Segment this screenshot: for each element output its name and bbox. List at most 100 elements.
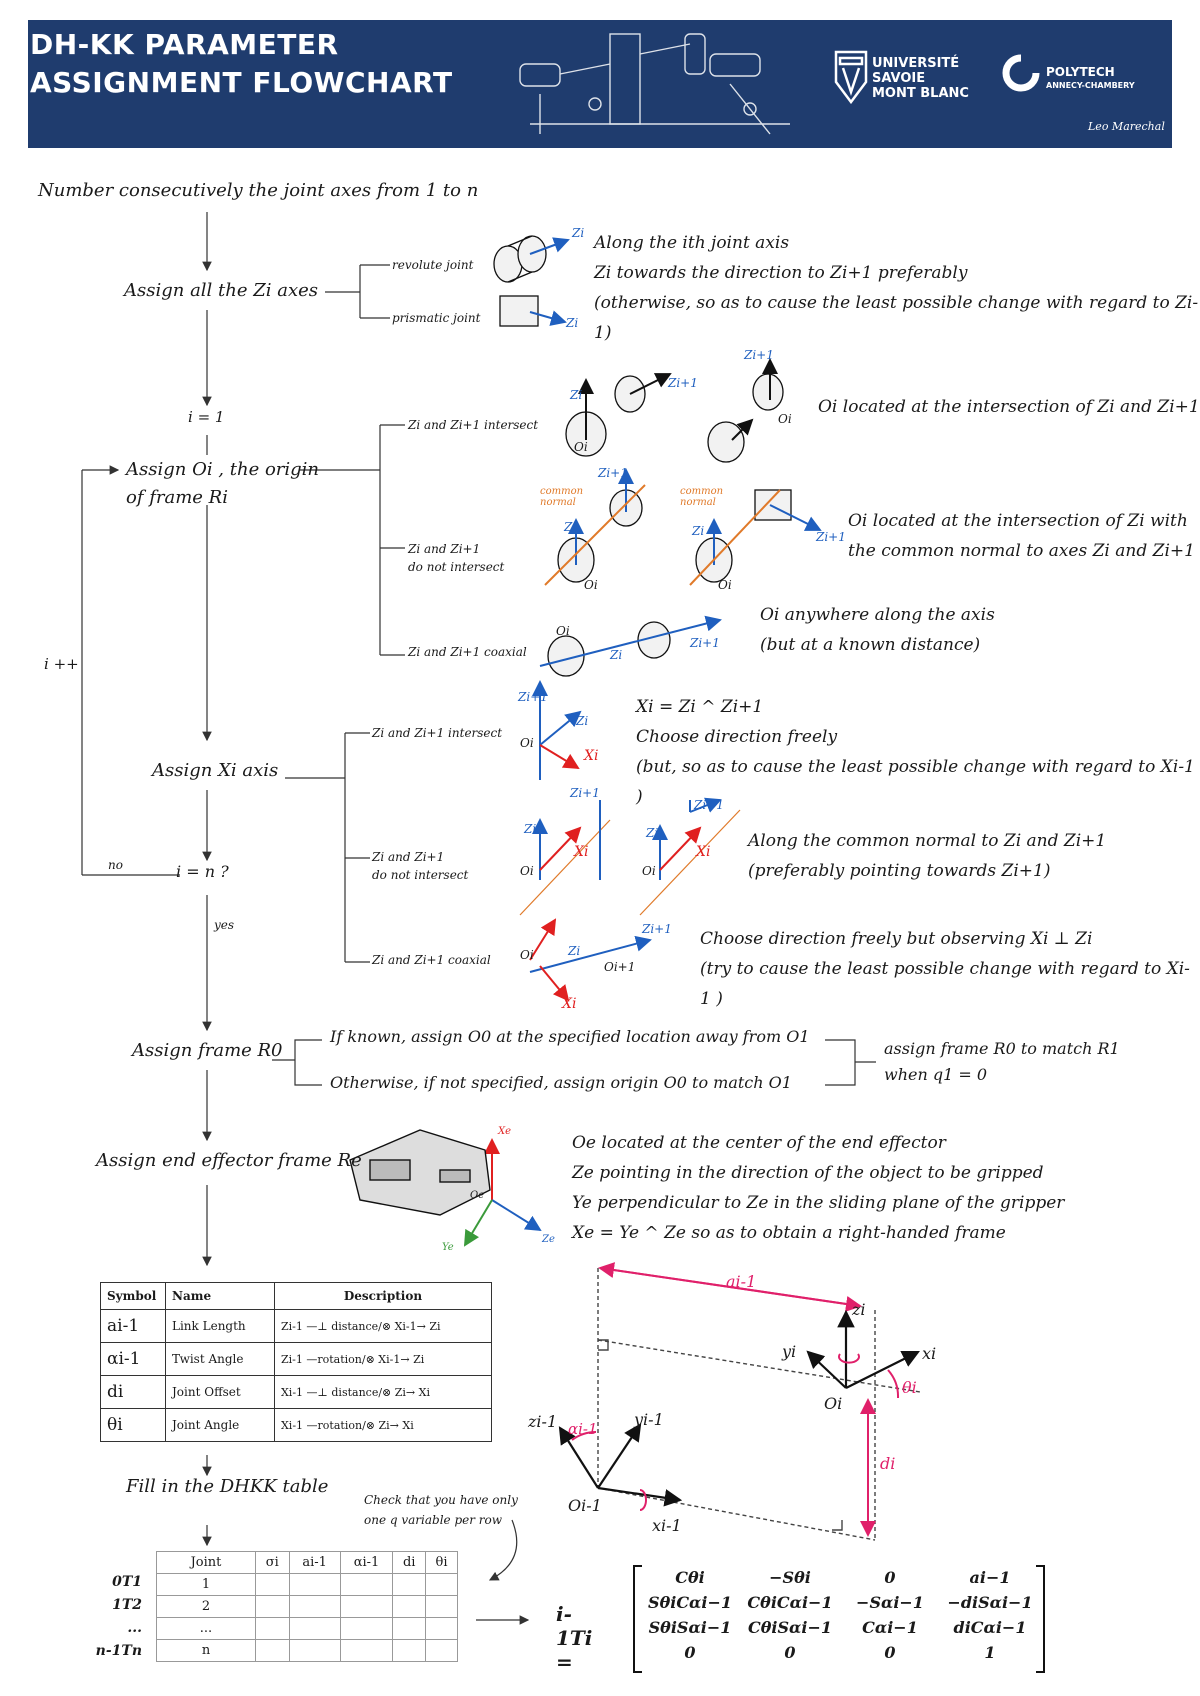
- origin-label-normal: Oi: [584, 578, 598, 592]
- x-fig2-z: Zi: [524, 822, 537, 836]
- column-header: αi-1: [339, 1551, 394, 1574]
- z-axis-note: Along the ith joint axis Zi towards the …: [594, 233, 1199, 343]
- x-fig1-x: Xi: [584, 748, 599, 764]
- table-header-row: Joint σi ai-1 αi-1 di θi: [156, 1551, 458, 1574]
- matrix-cell: CθiCαi−1: [747, 1593, 833, 1612]
- joint-cell: ...: [156, 1617, 256, 1640]
- decision-last-joint: i = n ?: [176, 862, 229, 881]
- x-branch-not-intersect: Zi and Zi+1 do not intersect: [372, 850, 469, 882]
- z-next-label-coaxial: Zi+1: [690, 636, 720, 650]
- column-header: Description: [273, 1282, 493, 1310]
- joint-cell: 1: [156, 1573, 256, 1596]
- matrix-cell: SθiCαi−1: [648, 1593, 732, 1612]
- polytech-logo-text: POLYTECH ANNECY-CHAMBERY: [1046, 65, 1135, 91]
- assign-effector-step: Assign end effector frame Re: [96, 1150, 362, 1171]
- symbol-cell: αi-1: [100, 1342, 166, 1376]
- x-fig3-z-next: Zi+1: [694, 798, 724, 812]
- assign-x-step: Assign Xi axis: [152, 760, 279, 781]
- z-label-intersect: Zi: [570, 388, 583, 402]
- effector-origin-label: Oe: [470, 1190, 485, 1201]
- name-cell: Joint Angle: [165, 1408, 275, 1442]
- polytech-logo-icon: [1002, 54, 1040, 92]
- effector-note: Oe located at the center of the end effe…: [572, 1133, 1065, 1243]
- assign-origin-step: Assign Oi , the origin of frame Ri: [126, 459, 320, 508]
- x-note-coaxial: Choose direction freely but observing Xi…: [700, 929, 1190, 1009]
- decision-yes-label: yes: [214, 918, 235, 932]
- joint-angle-label: θi: [902, 1378, 917, 1397]
- symbol-cell: di: [100, 1375, 166, 1409]
- row-label: ...: [127, 1620, 142, 1636]
- frame-i-z-label: zi: [852, 1300, 866, 1319]
- title-line-2: ASSIGNMENT FLOWCHART: [30, 66, 453, 99]
- dhkk-table: Joint σi ai-1 αi-1 di θi 1 2 ... n: [156, 1551, 458, 1662]
- x-fig4-z: Zi: [568, 944, 581, 958]
- matrix-cell: ai−1: [969, 1568, 1011, 1587]
- table-row: ...: [156, 1617, 458, 1640]
- row-label: n-1Tn: [95, 1643, 142, 1659]
- table-row: ai-1 Link Length Zi-1 —⊥ distance/⊗ Xi-1…: [100, 1309, 493, 1343]
- origin-branch-not-intersect: Zi and Zi+1 do not intersect: [408, 542, 505, 574]
- x-fig2-x: Xi: [574, 844, 589, 860]
- table-row: n: [156, 1639, 458, 1662]
- table-row: di Joint Offset Xi-1 —⊥ distance/⊗ Zi→ X…: [100, 1375, 493, 1409]
- x-fig3-z: Zi: [646, 826, 659, 840]
- symbol-cell: θi: [100, 1408, 166, 1442]
- effector-y-label: Ye: [442, 1242, 454, 1253]
- robot-sketch-icon: [519, 33, 790, 135]
- matrix-cell: Cθi: [675, 1568, 705, 1587]
- joint-cell: n: [156, 1639, 256, 1662]
- matrix-cell: −Sαi−1: [856, 1593, 924, 1612]
- decision-no-label: no: [108, 858, 123, 872]
- joint-cell: 2: [156, 1595, 256, 1618]
- z-next-label-normal-2: Zi+1: [816, 530, 846, 544]
- matrix-grid: Cθi −Sθi 0 ai−1 SθiCαi−1 CθiCαi−1 −Sαi−1…: [640, 1566, 1040, 1665]
- frame-prev-origin-label: Oi-1: [568, 1496, 602, 1515]
- z-label-normal-2: Zi: [692, 524, 705, 538]
- symbol-cell: ai-1: [100, 1309, 166, 1343]
- x-fig4-origin: Oi: [520, 948, 534, 962]
- matrix-lhs: i-1Ti =: [556, 1602, 593, 1674]
- fill-table-step: Fill in the DHKK table: [126, 1476, 329, 1497]
- header-banner: [28, 20, 1172, 148]
- prismatic-joint-label: prismatic joint: [392, 311, 481, 325]
- loop-increment: i ++: [44, 655, 79, 673]
- joint-offset-label: di: [880, 1454, 896, 1473]
- matrix-cell: 0: [684, 1643, 696, 1662]
- university-logo-text: UNIVERSITÉ SAVOIE MONT BLANC: [872, 56, 969, 101]
- title-line-1: DH-KK PARAMETER: [30, 28, 339, 61]
- description-cell: Xi-1 —⊥ distance/⊗ Zi→ Xi: [273, 1375, 493, 1409]
- university-shield-icon: [834, 50, 868, 104]
- frame-i-x-label: xi: [922, 1344, 937, 1363]
- matrix-cell: diCαi−1: [953, 1618, 1027, 1637]
- origin-branch-coaxial: Zi and Zi+1 coaxial: [408, 645, 527, 659]
- origin-label-coaxial: Oi: [556, 624, 570, 638]
- r0-option-known: If known, assign O0 at the specified loc…: [330, 1027, 810, 1046]
- name-cell: Joint Offset: [165, 1375, 275, 1409]
- matrix-cell: SθiSαi−1: [648, 1618, 732, 1637]
- parameter-description-table: Symbol Name Description ai-1 Link Length…: [100, 1282, 493, 1442]
- description-cell: Xi-1 —rotation/⊗ Zi→ Xi: [273, 1408, 493, 1442]
- column-header: di: [392, 1551, 427, 1574]
- matrix-cell: −Sθi: [769, 1568, 811, 1587]
- table-row: αi-1 Twist Angle Zi-1 —rotation/⊗ Xi-1→ …: [100, 1342, 493, 1376]
- z-next-label-intersect-2: Zi+1: [744, 348, 774, 362]
- x-branch-coaxial: Zi and Zi+1 coaxial: [372, 953, 491, 967]
- x-fig2-origin: Oi: [520, 864, 534, 878]
- z-next-label-normal: Zi+1: [598, 466, 628, 480]
- x-fig4-z-next: Zi+1: [642, 922, 672, 936]
- column-header: θi: [425, 1551, 458, 1574]
- page-title: DH-KK PARAMETER ASSIGNMENT FLOWCHART: [30, 26, 453, 102]
- origin-label-intersect: Oi: [574, 440, 588, 454]
- row-label: 0T1: [112, 1574, 142, 1590]
- description-cell: Zi-1 —⊥ distance/⊗ Xi-1→ Zi: [273, 1309, 493, 1343]
- name-cell: Twist Angle: [165, 1342, 275, 1376]
- x-branch-intersect: Zi and Zi+1 intersect: [372, 726, 503, 740]
- origin-note-intersect: Oi located at the intersection of Zi and…: [818, 397, 1200, 417]
- frame-prev-z-label: zi-1: [528, 1412, 558, 1431]
- table-row: 2: [156, 1595, 458, 1618]
- matrix-cell: 0: [884, 1568, 896, 1587]
- check-note: Check that you have only one q variable …: [364, 1493, 518, 1527]
- z-label-coaxial: Zi: [610, 648, 623, 662]
- z-label-prismatic: Zi: [566, 316, 579, 330]
